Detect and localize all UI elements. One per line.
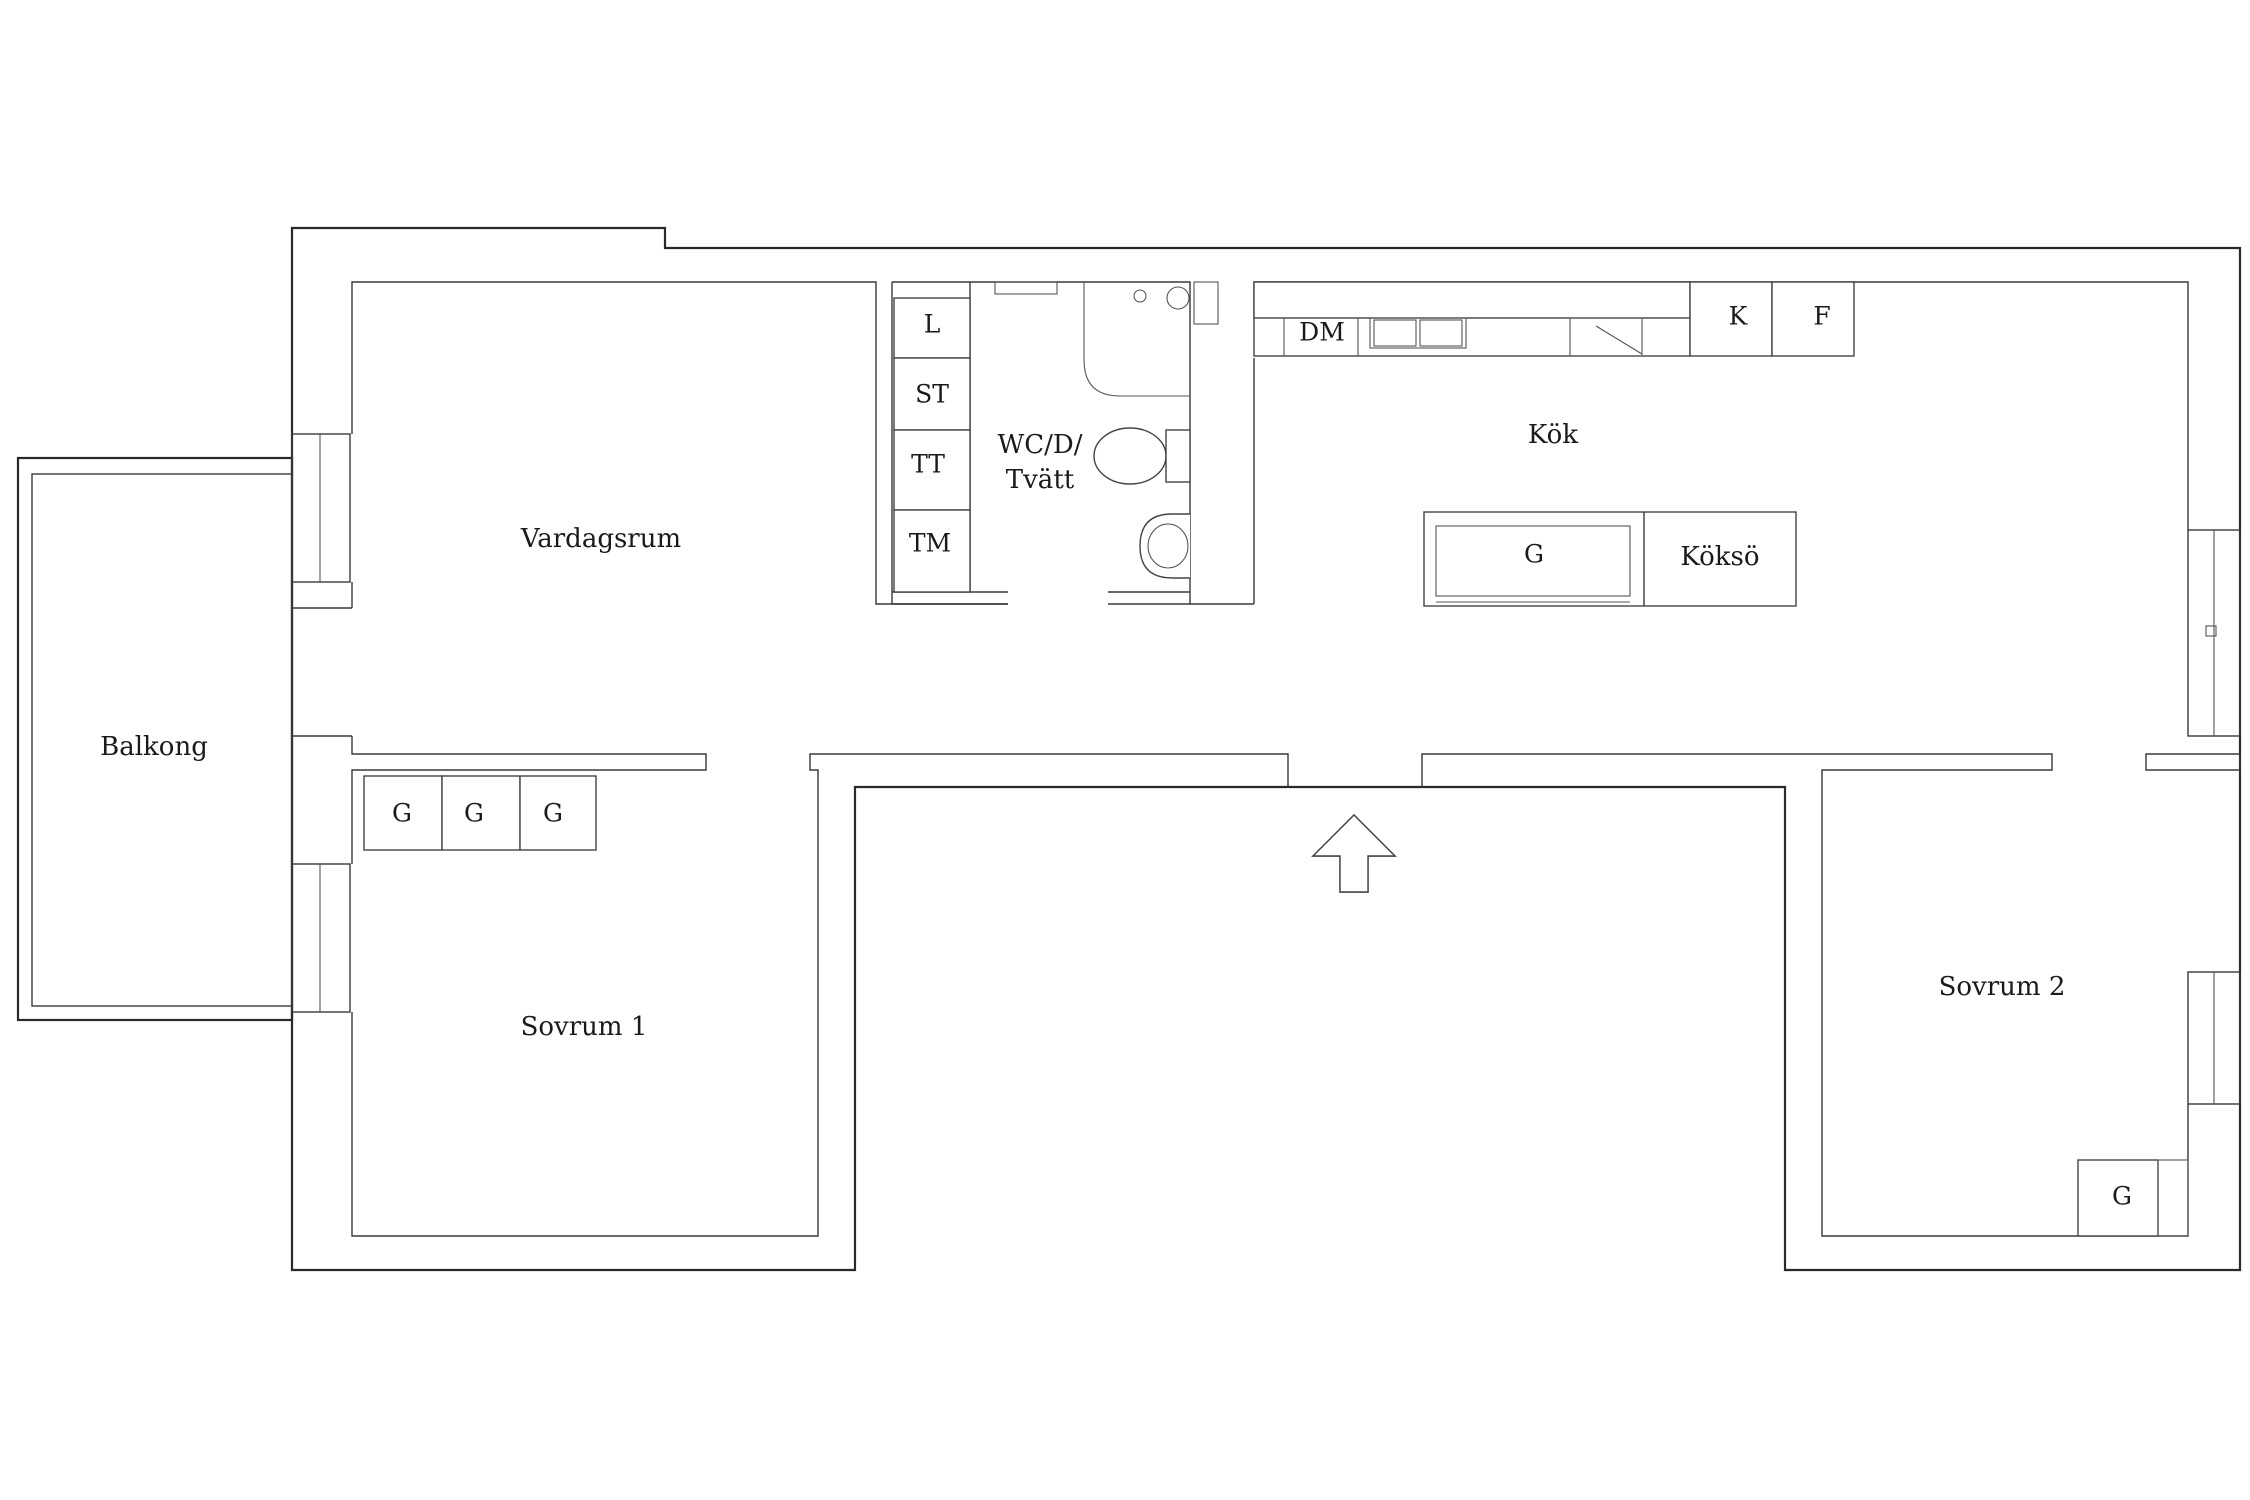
wardrobe-bed1-1 [363,775,443,851]
label-k: K [1729,302,1749,331]
room-label-sovrum2: Sovrum 2 [1939,972,2066,1002]
label-dm: DM [1299,318,1345,347]
label-tm: TM [909,529,951,558]
room-label-vardagsrum: Vardagsrum [520,524,681,554]
room-label-wc-line1: WC/D/ [998,430,1083,460]
label-tt: TT [911,450,945,479]
range-hood [1253,281,1691,319]
label-island-g: G [1524,540,1544,569]
wardrobe-bed2 [2077,1159,2159,1237]
shower-head [1133,289,1147,303]
window-left-upper [291,433,351,583]
freezer [1771,281,1855,357]
laundry-unit-st [893,357,971,431]
wardrobe-bed1-3 [519,775,597,851]
label-st: ST [915,380,949,409]
bedroom1-wall [351,736,1289,1237]
label-bed1-g2: G [464,799,484,828]
label-bed1-g1: G [392,799,412,828]
label-l: L [924,310,941,339]
drain [1166,286,1190,310]
room-label-sovrum1: Sovrum 1 [521,1012,648,1042]
laundry-unit-l [893,297,971,359]
label-bed1-g3: G [543,799,563,828]
bathroom-sink [1139,513,1190,579]
window-left-lower [291,863,351,1013]
wardrobe-bed1-2 [441,775,521,851]
towel-rail [994,281,1058,295]
label-f: F [1813,302,1830,331]
stove [1569,317,1643,357]
label-bed2-g: G [2112,1182,2132,1211]
balcony-inner [31,473,293,1007]
room-label-kok: Kök [1528,420,1578,450]
room-label-wc-line2: Tvätt [1006,465,1075,495]
label-island: Köksö [1680,542,1759,572]
room-label-balkong: Balkong [100,732,208,762]
shower [1083,282,1190,397]
kitchen-island [1423,511,1797,607]
toilet [1093,427,1167,485]
kitchen-sink [1369,317,1467,349]
outer-wall [290,226,2242,1272]
laundry-unit-tm [893,509,971,593]
